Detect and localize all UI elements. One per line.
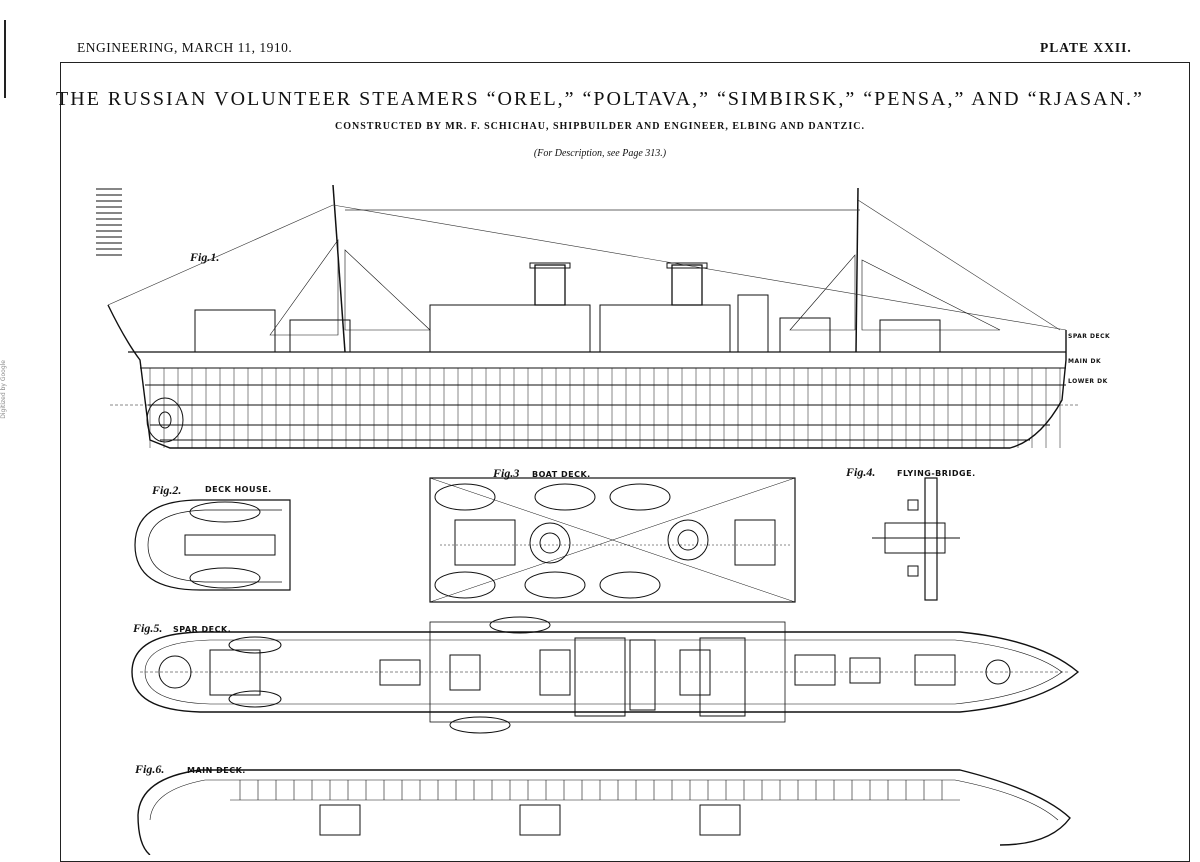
fig1-ship-profile: [107, 184, 1080, 449]
fig2-caption: DECK HOUSE.: [205, 485, 272, 494]
description-reference: (For Description, see Page 313.): [533, 148, 667, 159]
lower-deck-label: LOWER DK: [1068, 378, 1108, 385]
fig3-caption: BOAT DECK.: [532, 470, 591, 479]
fig6-main-deck: [137, 769, 1071, 855]
fig1-label: Fig.1.: [190, 250, 220, 264]
fig4-label: Fig.4.: [846, 465, 876, 479]
journal-header: ENGINEERING, MARCH 11, 1910.: [77, 40, 293, 55]
library-stamp: [96, 186, 122, 256]
spar-deck-label: SPAR DECK: [1068, 333, 1111, 340]
fig4-caption: FLYING-BRIDGE.: [897, 469, 976, 478]
main-deck-label: MAIN DK: [1068, 358, 1102, 365]
fig6-label: Fig.6.: [135, 762, 165, 776]
fig5-caption: SPAR DECK.: [173, 625, 232, 634]
fig3-label: Fig.3: [493, 466, 520, 480]
plate-title: THE RUSSIAN VOLUNTEER STEAMERS “OREL,” “…: [56, 88, 1144, 110]
plate-subtitle: CONSTRUCTED BY MR. F. SCHICHAU, SHIPBUIL…: [335, 121, 865, 132]
fig5-spar-deck: [131, 616, 1080, 734]
fig2-deck-house: [134, 499, 291, 591]
fig3-boat-deck: [429, 477, 796, 603]
binding-edge: [4, 20, 6, 98]
fig4-flying-bridge: [872, 477, 960, 601]
fig5-label: Fig.5.: [133, 621, 163, 635]
plate-number: PLATE XXII.: [1040, 40, 1132, 55]
fig2-label: Fig.2.: [152, 483, 182, 497]
